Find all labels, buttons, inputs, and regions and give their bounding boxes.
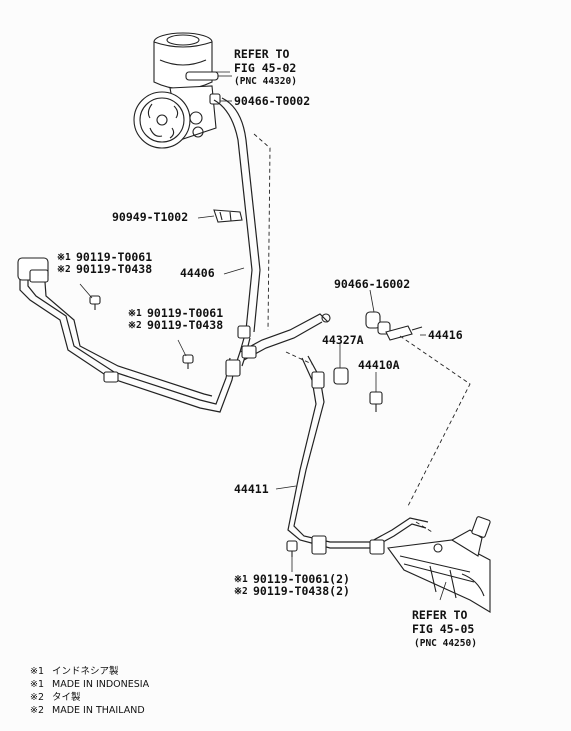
bolt-left-part2: 90119-T0438 bbox=[76, 262, 152, 276]
legend-text-1: MADE IN INDONESIA bbox=[52, 679, 150, 690]
ref-top-pnc: (PNC 44320) bbox=[234, 76, 297, 87]
bolt-bottom-part2: 90119-T0438(2) bbox=[253, 584, 350, 598]
bolt-left-mark1: ※1 bbox=[57, 252, 71, 263]
return-tube-44411 bbox=[287, 355, 429, 555]
label-44327a: 44327A bbox=[322, 333, 364, 347]
label-90466-16002: 90466-16002 bbox=[334, 277, 410, 291]
clip-44327a bbox=[333, 367, 349, 385]
union-44416 bbox=[385, 325, 423, 341]
legend-mark-2: ※2 bbox=[30, 692, 44, 703]
leader-90949-t1002 bbox=[197, 215, 215, 219]
leader-44406 bbox=[223, 267, 245, 275]
label-90466-t0002: 90466-T0002 bbox=[234, 94, 310, 108]
leader-90466-16002 bbox=[369, 289, 375, 313]
bolt-mid-part2: 90119-T0438 bbox=[147, 318, 223, 332]
bolt-mid bbox=[182, 354, 194, 369]
bolt-mid-part1: 90119-T0061 bbox=[147, 306, 223, 320]
bolt-bottom-mark1: ※1 bbox=[234, 574, 248, 585]
ref-top-line1: REFER TO bbox=[234, 47, 289, 61]
leader-bolt-mid bbox=[177, 339, 187, 357]
legend-mark-3: ※2 bbox=[30, 705, 44, 716]
leader-bolt-left bbox=[79, 283, 93, 299]
bolt-mid-mark1: ※1 bbox=[128, 308, 142, 319]
legend-text-0: インドネシア製 bbox=[52, 665, 119, 677]
legend-mark-1: ※1 bbox=[30, 679, 44, 690]
bolt-left-mark2: ※2 bbox=[57, 264, 71, 275]
label-90949-t1002: 90949-T1002 bbox=[112, 210, 188, 224]
ref-bottom-pnc: (PNC 44250) bbox=[414, 638, 477, 649]
legend: ※1 インドネシア製 ※1 MADE IN INDONESIA ※2 タイ製 ※… bbox=[30, 665, 150, 716]
legend-text-2: タイ製 bbox=[52, 691, 81, 703]
bolt-bottom-part1: 90119-T0061(2) bbox=[253, 572, 350, 586]
power-steering-pump bbox=[133, 32, 232, 149]
bolt-left bbox=[89, 295, 101, 310]
ref-bottom-line2: FIG 45-05 bbox=[412, 622, 474, 636]
bolt-mid-mark2: ※2 bbox=[128, 320, 142, 331]
ref-top-line2: FIG 45-02 bbox=[234, 61, 296, 75]
label-44406: 44406 bbox=[180, 266, 215, 280]
bolt-44410a bbox=[369, 391, 383, 412]
label-44416: 44416 bbox=[428, 328, 463, 342]
steering-gear bbox=[387, 516, 491, 613]
gasket-90466-16002 bbox=[365, 311, 391, 335]
label-44411: 44411 bbox=[234, 482, 269, 496]
bolt-left-part1: 90119-T0061 bbox=[76, 250, 152, 264]
return-tube-assembly bbox=[17, 257, 331, 413]
bolt-bottom-mark2: ※2 bbox=[234, 586, 248, 597]
ref-bottom-line1: REFER TO bbox=[412, 608, 467, 622]
label-44410a: 44410A bbox=[358, 358, 400, 372]
legend-text-3: MADE IN THAILAND bbox=[52, 705, 145, 716]
bolt-bottom bbox=[286, 540, 298, 557]
leader-ref-bottom bbox=[439, 581, 447, 601]
leader-44411 bbox=[275, 485, 297, 490]
legend-mark-0: ※1 bbox=[30, 666, 44, 677]
